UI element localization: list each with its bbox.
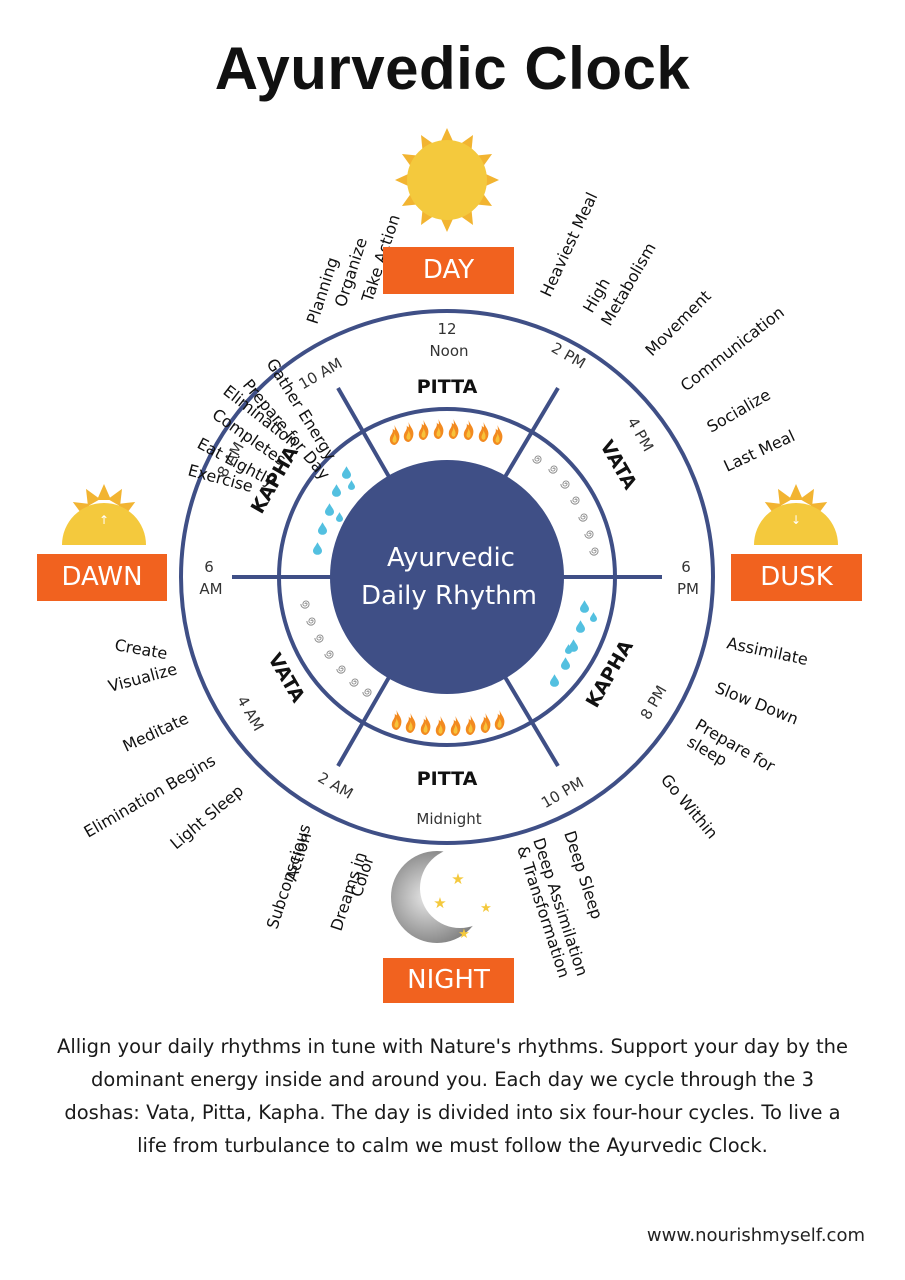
activity-slow-down: Slow Down — [713, 678, 802, 729]
dosha-vata-left: VATA — [263, 650, 309, 707]
dosha-vata-right: VATA — [595, 437, 641, 494]
sunrise-icon: ↑ — [62, 484, 146, 545]
time-6am-number: 6 — [204, 558, 214, 576]
time-10am: 10 AM — [296, 354, 346, 393]
time-noon-label: Noon — [429, 342, 468, 360]
svg-text:★: ★ — [433, 894, 446, 912]
fire-icon — [391, 710, 505, 736]
arrow-up-icon: ↑ — [99, 513, 109, 527]
arrow-down-icon: ↓ — [791, 513, 801, 527]
period-label-dusk: DUSK — [731, 554, 862, 601]
svg-text:★: ★ — [458, 927, 470, 942]
activity-visualize: Visualize — [106, 659, 179, 696]
time-8pm: 8 PM — [637, 682, 671, 722]
activity-go-within: Go Within — [657, 770, 722, 842]
period-label-night: NIGHT — [383, 958, 514, 1003]
time-2pm: 2 PM — [548, 339, 588, 373]
dosha-pitta-top: PITTA — [417, 376, 478, 398]
activity-socialize: Socialize — [704, 385, 774, 437]
activity-meditate: Meditate — [120, 709, 192, 756]
time-12-noon-number: 12 — [437, 320, 456, 338]
time-4am: 4 AM — [233, 693, 267, 734]
outer-ring — [179, 309, 715, 845]
time-6pm-ampm: PM — [677, 580, 699, 598]
time-4pm: 4 PM — [623, 414, 657, 454]
segment-dividers — [232, 386, 662, 768]
period-label-dawn: DAWN — [37, 554, 167, 601]
period-label-day: DAY — [383, 247, 514, 294]
svg-text:★: ★ — [480, 901, 492, 916]
star-icon: ★ ★ ★ ★ — [433, 870, 492, 942]
page-title: Ayurvedic Clock — [214, 35, 691, 102]
activity-last-meal: Last Meal — [721, 426, 798, 475]
time-6pm-number: 6 — [681, 558, 691, 576]
activity-create: Create — [113, 635, 169, 663]
svg-text:★: ★ — [451, 870, 464, 888]
sun-icon — [395, 128, 499, 232]
activity-light-sleep: Light Sleep — [166, 781, 247, 853]
sunset-icon: ↓ — [754, 484, 838, 545]
time-6am-ampm: AM — [199, 580, 222, 598]
fire-icon — [389, 419, 503, 445]
website-link[interactable]: www.nourishmyself.com — [646, 1225, 865, 1246]
center-title-line1: Ayurvedic — [387, 543, 515, 573]
center-title-line2: Daily Rhythm — [361, 581, 537, 611]
center-disc — [330, 460, 564, 694]
moon-icon: ★ ★ ★ ★ — [391, 848, 500, 943]
dosha-pitta-bottom: PITTA — [417, 768, 478, 790]
description-paragraph: Allign your daily rhythms in tune with N… — [57, 1035, 848, 1157]
time-midnight: Midnight — [416, 810, 481, 828]
activity-assimilate: Assimilate — [725, 633, 810, 669]
activity-movement: Movement — [641, 286, 714, 359]
dosha-kapha-right: KAPHA — [582, 636, 638, 711]
time-2am: 2 AM — [315, 768, 356, 802]
